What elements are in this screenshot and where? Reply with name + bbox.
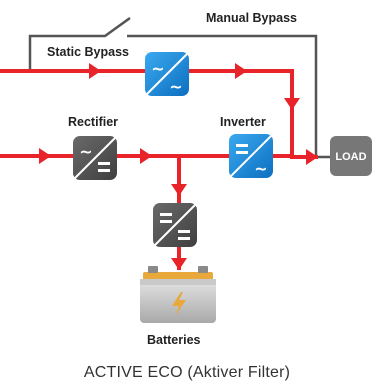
load-label: LOAD [335, 151, 366, 163]
rectifier-module: ~ [72, 135, 118, 181]
static-bypass-module: ~ ~ [144, 51, 190, 97]
svg-text:~: ~ [254, 159, 267, 178]
batteries-label: Batteries [147, 333, 201, 347]
rectifier-label: Rectifier [68, 115, 118, 129]
inverter-label: Inverter [220, 115, 266, 129]
inverter-module: ~ [228, 133, 274, 179]
svg-text:~: ~ [151, 59, 164, 78]
svg-text:~: ~ [169, 77, 182, 96]
diagram-caption: ACTIVE ECO (Aktiver Filter) [83, 364, 291, 381]
manual-bypass-label: Manual Bypass [206, 11, 297, 25]
static-bypass-label: Static Bypass [47, 45, 129, 59]
charger-module [152, 202, 198, 248]
battery-icon [140, 266, 216, 323]
load-box: LOAD [330, 136, 372, 176]
svg-text:~: ~ [79, 142, 92, 161]
manual-bypass-line [28, 16, 330, 159]
battery-flow [171, 156, 187, 270]
